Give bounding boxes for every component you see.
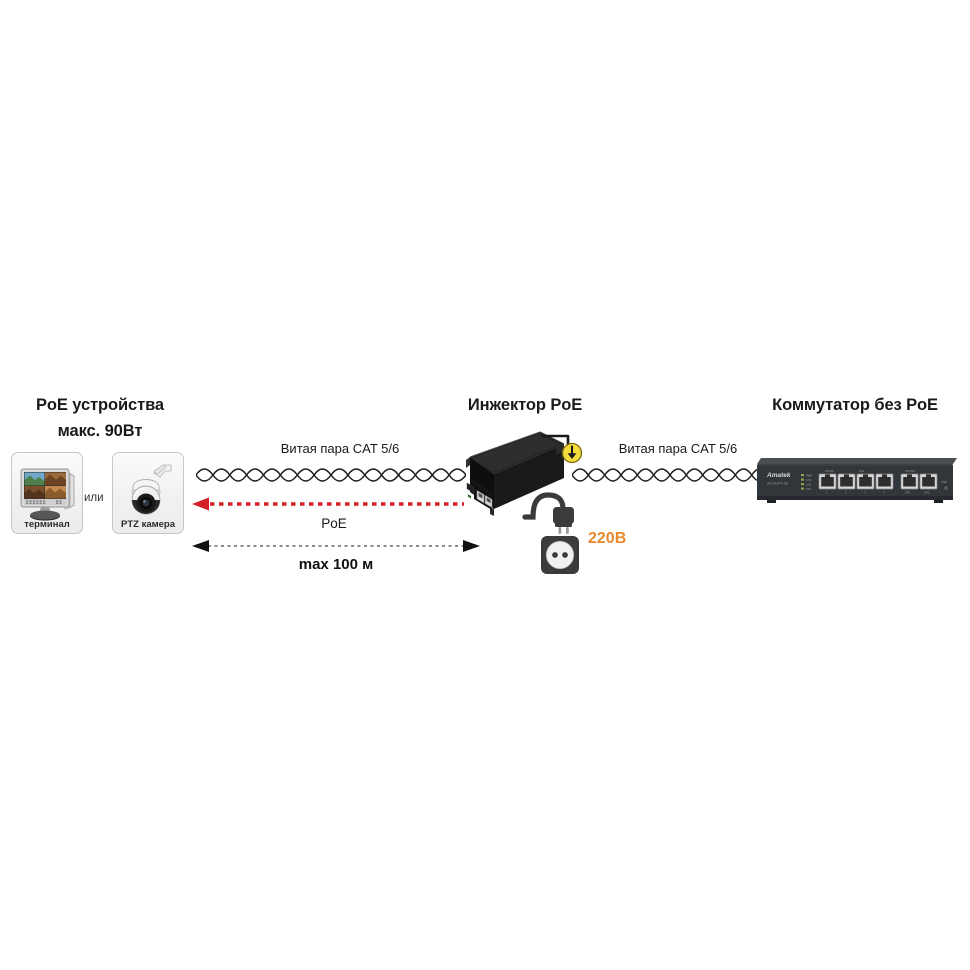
device-card-terminal: терминал <box>11 452 83 534</box>
twisted-pair-cable-left <box>196 468 466 482</box>
cable-label-left: Витая пара CAT 5/6 <box>280 441 400 456</box>
svg-text:LNK: LNK <box>859 469 865 473</box>
heading-poe-devices: PoE устройства <box>36 396 164 414</box>
voltage-label: 220В <box>588 530 627 547</box>
power-plug-icon <box>522 492 574 534</box>
svg-text:UP2: UP2 <box>924 491 930 495</box>
cable-label-right: Витая пара CAT 5/6 <box>618 441 738 456</box>
svg-text:1: 1 <box>826 491 828 495</box>
switch-model-label: AN-6GP4-6B <box>767 482 789 486</box>
or-separator-label: или <box>84 492 104 504</box>
svg-text:SYS: SYS <box>806 478 811 482</box>
wall-socket-icon <box>541 536 579 574</box>
subheading-poe-max-power: макс. 90Вт <box>57 422 143 440</box>
svg-text:UPLINK: UPLINK <box>905 469 915 473</box>
ptz-dome-camera-icon <box>131 464 172 515</box>
poe-link-label: PoE <box>321 516 347 531</box>
max-distance-label: max 100 м <box>298 556 374 573</box>
poe-power-flow-arrow <box>192 497 464 511</box>
heading-poe-injector: Инжектор PoE <box>467 396 583 414</box>
svg-text:LNK: LNK <box>806 482 811 486</box>
svg-text:PWR: PWR <box>806 473 812 477</box>
ground-arrow-icon <box>561 442 583 464</box>
terminal-caption: терминал <box>24 519 70 530</box>
heading-switch-without-poe: Коммутатор без PoE <box>772 396 938 414</box>
switch-brand-label: Amatek <box>766 472 791 479</box>
network-switch-device: Amatek AN-6GP4-6B PWR SYS LNK PoE 10/100… <box>757 458 957 503</box>
svg-text:2: 2 <box>845 491 847 495</box>
ptz-camera-caption: PTZ камера <box>120 519 176 530</box>
svg-text:GND: GND <box>941 480 947 484</box>
poe-injector-device <box>466 431 565 516</box>
svg-text:4: 4 <box>883 491 885 495</box>
svg-text:3: 3 <box>864 491 866 495</box>
terminal-monitor-icon <box>20 468 75 521</box>
device-card-ptz-camera: PTZ камера <box>112 452 184 534</box>
svg-text:PoE: PoE <box>806 487 811 491</box>
svg-text:10/100: 10/100 <box>825 469 834 473</box>
distance-dimension-line <box>192 540 480 552</box>
twisted-pair-cable-right <box>572 468 768 482</box>
svg-text:UP1: UP1 <box>905 491 911 495</box>
